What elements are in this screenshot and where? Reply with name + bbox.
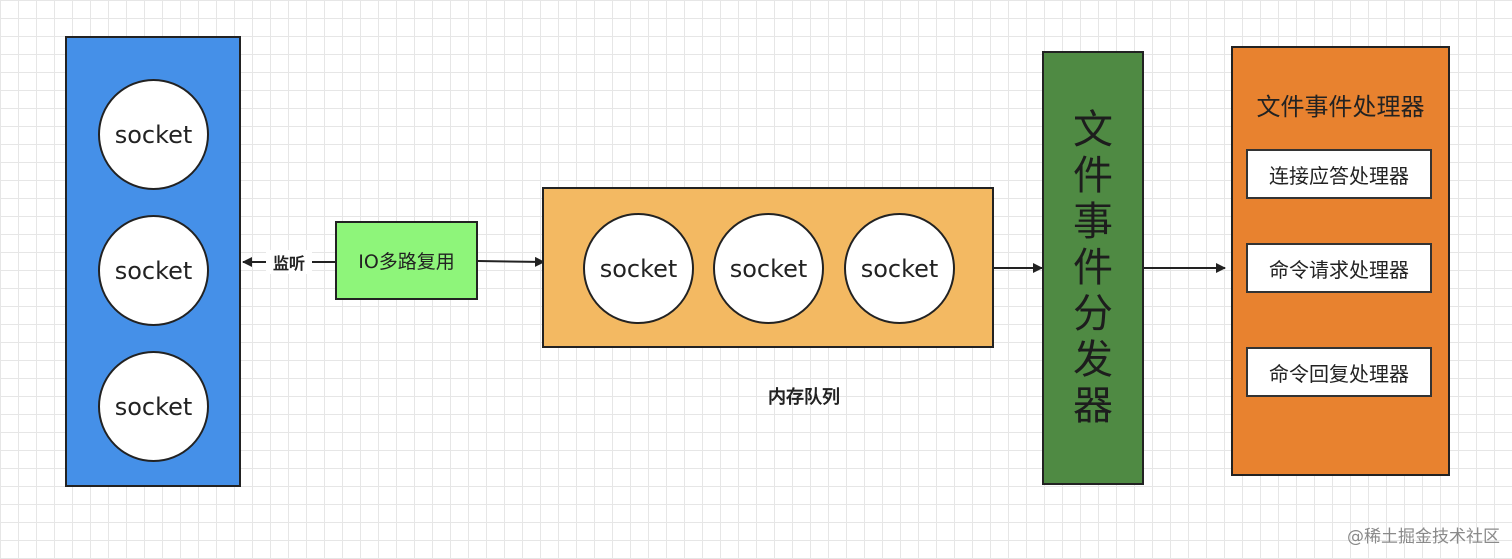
mux-to-queue-arrow xyxy=(477,256,545,267)
io-mux-label: IO多路复用 xyxy=(358,251,455,273)
file-event-dispatcher: 文 件 事 件 分 发 器 xyxy=(1042,51,1144,485)
socket-node: socket xyxy=(98,215,209,326)
listen-label: 监听 xyxy=(266,250,312,274)
queue-socket-node: socket xyxy=(844,213,955,324)
dispatcher-char: 发 xyxy=(1073,337,1113,383)
io-mux-box: IO多路复用 xyxy=(335,221,478,300)
command-request-handler: 命令请求处理器 xyxy=(1246,243,1432,293)
queue-socket-node: socket xyxy=(713,213,824,324)
memory-queue-label: 内存队列 xyxy=(768,387,840,408)
socket-node: socket xyxy=(98,79,209,190)
queue-socket-node: socket xyxy=(583,213,694,324)
watermark: @稀土掘金技术社区 xyxy=(1347,526,1500,547)
command-reply-handler: 命令回复处理器 xyxy=(1246,347,1432,397)
dispatcher-char: 文 xyxy=(1073,107,1113,153)
handlers-title: 文件事件处理器 xyxy=(1256,92,1425,121)
dispatcher-char: 件 xyxy=(1073,153,1113,199)
dispatcher-char: 分 xyxy=(1073,291,1113,337)
socket-node: socket xyxy=(98,351,209,462)
dispatcher-char: 件 xyxy=(1073,245,1113,291)
connection-accept-handler: 连接应答处理器 xyxy=(1246,149,1432,199)
dispatcher-char: 事 xyxy=(1073,199,1113,245)
dispatcher-char: 器 xyxy=(1073,383,1113,429)
